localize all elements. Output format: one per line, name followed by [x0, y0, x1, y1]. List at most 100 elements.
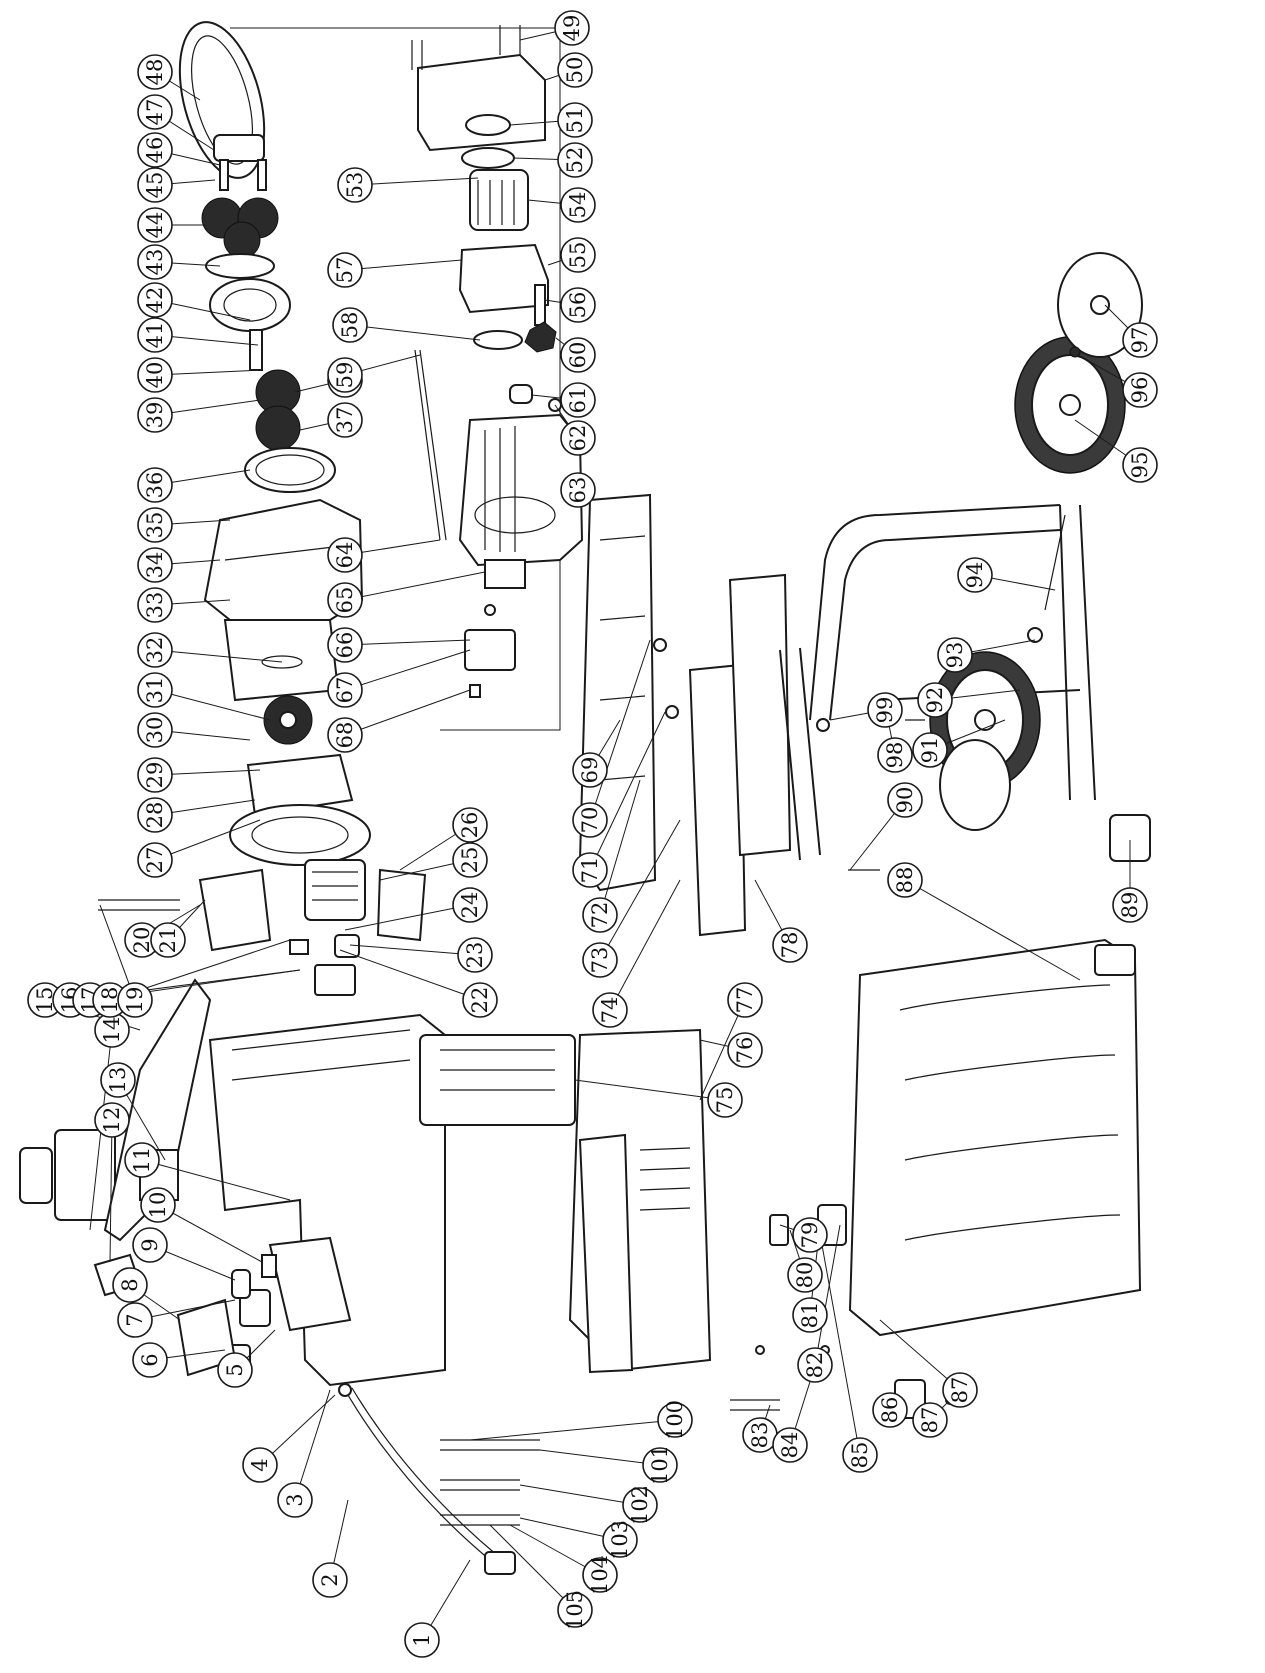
- callout: 9: [132, 1227, 168, 1263]
- callout-circle: [560, 337, 596, 373]
- callout-number: 102: [628, 1485, 652, 1525]
- callout-number: 78: [778, 932, 802, 959]
- callout: 55: [560, 237, 596, 273]
- callout-number: 46: [143, 137, 167, 164]
- callout-circle: [137, 632, 173, 668]
- callout-number: 29: [143, 762, 167, 789]
- callout-number: 14: [100, 1017, 124, 1044]
- callout-number: 28: [143, 802, 167, 829]
- callout-number: 1: [410, 1633, 434, 1646]
- callout-leader: [141, 1159, 291, 1201]
- callout: 56: [560, 287, 596, 323]
- callout: 89: [1112, 887, 1148, 923]
- callout: 99: [867, 692, 903, 728]
- callout: 52: [557, 142, 593, 178]
- callout-number: 105: [563, 1590, 587, 1630]
- callout-number: 53: [343, 172, 367, 199]
- callout-number: 104: [588, 1555, 612, 1595]
- callout: 104: [582, 1555, 618, 1595]
- callout-circle: [242, 1447, 278, 1483]
- callout: 51: [557, 102, 593, 138]
- callout: 39: [137, 397, 173, 433]
- callout: 69: [572, 752, 608, 788]
- callout-number: 103: [608, 1520, 632, 1560]
- callout-circle: [1122, 372, 1158, 408]
- callout-circle: [150, 922, 186, 958]
- callout-number: 39: [143, 402, 167, 429]
- callout-leader: [519, 1484, 641, 1506]
- callout: 2: [312, 1562, 348, 1598]
- callout-leader: [349, 944, 476, 956]
- callout: 25: [452, 842, 488, 878]
- callout-circle: [642, 1447, 678, 1483]
- callout: 3: [277, 1482, 313, 1518]
- callout-leader: [154, 369, 263, 376]
- callout: 18: [92, 982, 128, 1018]
- callout-leader: [489, 1524, 576, 1611]
- callout-number: 9: [138, 1238, 162, 1251]
- callout-number: 79: [798, 1222, 822, 1249]
- callout-leader: [469, 1419, 676, 1441]
- callout: 54: [560, 187, 596, 223]
- callout-number: 99: [873, 697, 897, 724]
- callout: 34: [137, 547, 173, 583]
- callout-circle: [1112, 887, 1148, 923]
- callout-circle: [560, 472, 596, 508]
- callout: 82: [797, 1347, 833, 1383]
- callout: 81: [792, 1297, 828, 1333]
- callout-number: 13: [106, 1067, 130, 1094]
- main-housing: [19, 978, 712, 1575]
- callout: 4: [242, 1447, 278, 1483]
- callout-leader: [344, 689, 471, 736]
- callout-leader: [154, 689, 271, 721]
- callout-circle: [554, 10, 590, 46]
- callout-number: 41: [143, 322, 167, 349]
- callout: 40: [137, 357, 173, 393]
- callout: 86: [872, 1392, 908, 1428]
- callout-number: 59: [333, 362, 357, 389]
- callout-circle: [117, 1302, 153, 1338]
- callout-circle: [337, 167, 373, 203]
- callout-circle: [957, 557, 993, 593]
- callout-circle: [842, 1437, 878, 1473]
- callout: 58: [332, 307, 368, 343]
- callout: 80: [787, 1257, 823, 1293]
- callout-circle: [872, 1392, 908, 1428]
- callout: 30: [137, 712, 173, 748]
- callout-number: 75: [713, 1087, 737, 1114]
- callout: 83: [742, 1417, 778, 1453]
- callout-circle: [787, 1257, 823, 1293]
- callout: 71: [572, 852, 608, 888]
- callout: 47: [137, 94, 173, 130]
- callout-number: 76: [733, 1037, 757, 1064]
- callout: 68: [327, 717, 363, 753]
- callout-circle: [137, 397, 173, 433]
- callout-number: 40: [143, 362, 167, 389]
- callout-leader: [539, 1449, 661, 1466]
- callout: 64: [327, 537, 363, 573]
- callout-number: 89: [1118, 892, 1142, 919]
- callout: 95: [1122, 447, 1158, 483]
- callout-number: 71: [578, 857, 602, 884]
- callout-number: 91: [918, 737, 942, 764]
- callout-number: 54: [566, 192, 590, 219]
- callout-circle: [707, 1082, 743, 1118]
- callout-circle: [937, 637, 973, 673]
- callout-circle: [727, 982, 763, 1018]
- callout-number: 51: [563, 107, 587, 134]
- callout-number: 19: [123, 987, 147, 1014]
- callout-number: 87: [918, 1407, 942, 1434]
- callout-circle: [462, 982, 498, 1018]
- callout: 66: [327, 627, 363, 663]
- callout-number: 65: [333, 587, 357, 614]
- callout-number: 98: [883, 742, 907, 769]
- callout: 19: [117, 982, 153, 1018]
- callout: 22: [462, 982, 498, 1018]
- callout-circle: [657, 1402, 693, 1438]
- callout-number: 31: [143, 677, 167, 704]
- callout-circle: [137, 507, 173, 543]
- callout-number: 23: [463, 942, 487, 969]
- callout-number: 44: [143, 212, 167, 239]
- callout-circle: [792, 1217, 828, 1253]
- callout-number: 85: [848, 1442, 872, 1469]
